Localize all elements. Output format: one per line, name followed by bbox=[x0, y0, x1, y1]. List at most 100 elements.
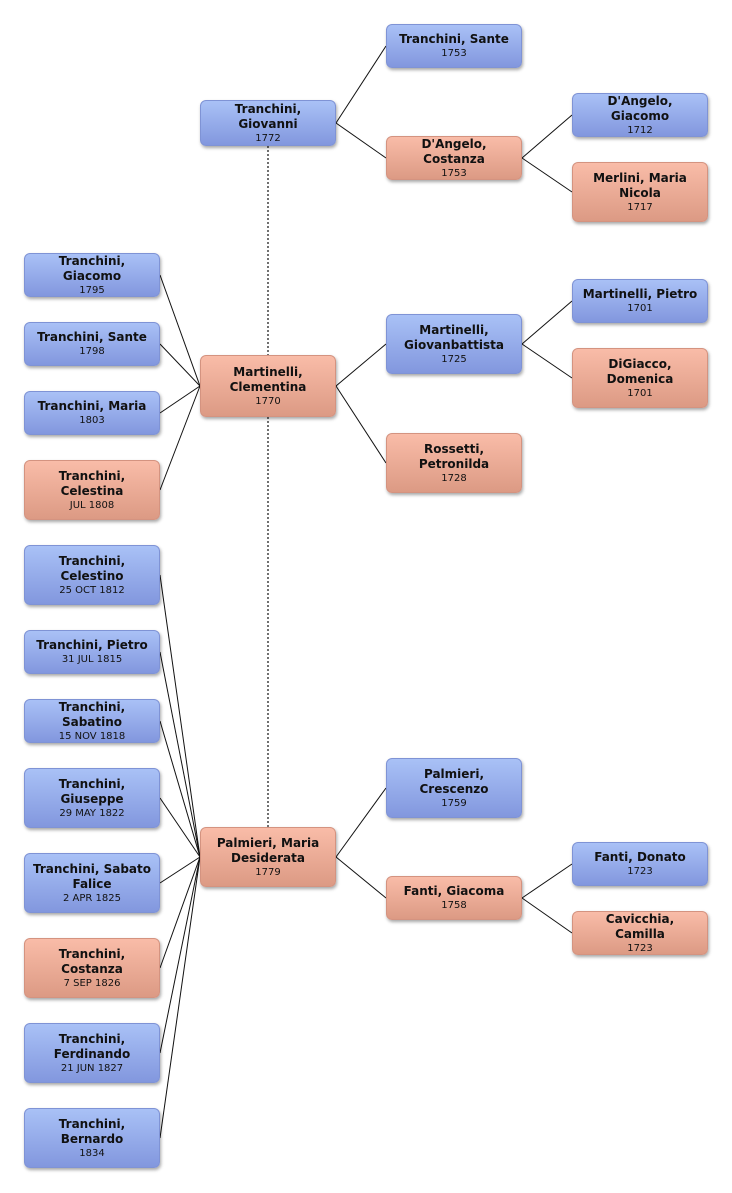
person-name: Fanti, Giacoma bbox=[403, 884, 505, 898]
person-name: Tranchini, Sante bbox=[399, 32, 509, 46]
parent-link-line bbox=[335, 856, 387, 899]
person-date: 21 JUN 1827 bbox=[60, 1062, 124, 1074]
child-tranchini-ferdinando[interactable]: Tranchini, Ferdinando 21 JUN 1827 bbox=[24, 1023, 160, 1083]
person-fanti-donato[interactable]: Fanti, Donato 1723 bbox=[572, 842, 708, 886]
parent-link-line bbox=[335, 122, 387, 159]
person-name: Cavicchia, Camilla bbox=[605, 911, 675, 941]
person-name: Fanti, Donato bbox=[594, 850, 686, 864]
child-link-line bbox=[159, 385, 201, 414]
person-rossetti-petronilda[interactable]: Rossetti, Petronilda 1728 bbox=[386, 433, 522, 493]
person-digiacco-domenica[interactable]: DiGiacco, Domenica 1701 bbox=[572, 348, 708, 408]
person-name: Tranchini, Celestino bbox=[58, 553, 126, 583]
person-date: 25 OCT 1812 bbox=[59, 584, 125, 596]
person-martinelli-giovanbattista[interactable]: Martinelli, Giovanbattista 1725 bbox=[386, 314, 522, 374]
person-date: 1798 bbox=[79, 346, 105, 357]
child-link-line bbox=[159, 856, 201, 1139]
person-cavicchia-camilla[interactable]: Cavicchia, Camilla 1723 bbox=[572, 911, 708, 955]
person-date: 7 SEP 1826 bbox=[63, 977, 121, 989]
person-date: 1834 bbox=[79, 1147, 105, 1159]
person-date: 1795 bbox=[79, 284, 105, 296]
person-date: 1772 bbox=[255, 132, 281, 144]
parent-link-line bbox=[335, 787, 387, 858]
person-name: Tranchini, Sabato Falice bbox=[33, 861, 151, 891]
child-tranchini-giacomo[interactable]: Tranchini, Giacomo 1795 bbox=[24, 253, 160, 297]
person-date: 1770 bbox=[255, 395, 281, 407]
parent-link-line bbox=[521, 343, 573, 379]
child-tranchini-celestina[interactable]: Tranchini, Celestina JUL 1808 bbox=[24, 460, 160, 520]
parent-link-line bbox=[335, 343, 387, 387]
person-palmieri-maria-desiderata[interactable]: Palmieri, Maria Desiderata 1779 bbox=[200, 827, 336, 887]
person-name: Tranchini, Celestina bbox=[58, 468, 126, 498]
person-date: 1725 bbox=[441, 353, 467, 365]
person-tranchini-giovanni[interactable]: Tranchini, Giovanni 1772 bbox=[200, 100, 336, 146]
child-link-line bbox=[159, 385, 201, 491]
parent-link-line bbox=[521, 114, 573, 159]
child-link-line bbox=[159, 797, 201, 858]
person-name: D'Angelo, Costanza bbox=[421, 136, 487, 166]
person-date: 2 APR 1825 bbox=[63, 892, 121, 904]
person-date: 31 JUL 1815 bbox=[61, 654, 123, 665]
person-name: Martinelli, Clementina bbox=[229, 364, 307, 394]
person-palmieri-crescenzo[interactable]: Palmieri, Crescenzo 1759 bbox=[386, 758, 522, 818]
person-martinelli-pietro[interactable]: Martinelli, Pietro 1701 bbox=[572, 279, 708, 323]
child-link-line bbox=[159, 343, 201, 387]
person-date: 15 NOV 1818 bbox=[58, 730, 126, 742]
person-name: Martinelli, Giovanbattista bbox=[404, 322, 504, 352]
person-name: Palmieri, Maria Desiderata bbox=[216, 835, 320, 865]
person-name: D'Angelo, Giacomo bbox=[607, 93, 673, 123]
person-merlini-maria-nicola[interactable]: Merlini, Maria Nicola 1717 bbox=[572, 162, 708, 222]
parent-link-line bbox=[521, 157, 573, 193]
person-date: 1728 bbox=[441, 472, 467, 484]
person-name: Tranchini, Sante bbox=[37, 330, 147, 344]
person-date: 1717 bbox=[627, 201, 653, 213]
parent-link-line bbox=[521, 300, 573, 345]
person-date: 1701 bbox=[627, 387, 653, 399]
child-tranchini-sabato-falice[interactable]: Tranchini, Sabato Falice 2 APR 1825 bbox=[24, 853, 160, 913]
child-link-line bbox=[159, 651, 201, 858]
person-tranchini-sante-1753[interactable]: Tranchini, Sante 1753 bbox=[386, 24, 522, 68]
parent-link-line bbox=[335, 385, 387, 464]
person-dangelo-giacomo[interactable]: D'Angelo, Giacomo 1712 bbox=[572, 93, 708, 137]
child-link-line bbox=[159, 856, 201, 969]
child-link-line bbox=[159, 274, 201, 387]
person-date: 1753 bbox=[441, 167, 467, 179]
person-dangelo-costanza[interactable]: D'Angelo, Costanza 1753 bbox=[386, 136, 522, 180]
person-date: 1779 bbox=[255, 866, 281, 878]
child-tranchini-pietro[interactable]: Tranchini, Pietro 31 JUL 1815 bbox=[24, 630, 160, 674]
child-tranchini-costanza[interactable]: Tranchini, Costanza 7 SEP 1826 bbox=[24, 938, 160, 998]
person-name: Tranchini, Maria bbox=[37, 399, 147, 413]
person-date: 29 MAY 1822 bbox=[59, 807, 125, 819]
person-date: 1759 bbox=[441, 797, 467, 809]
person-date: 1723 bbox=[627, 942, 653, 954]
child-tranchini-maria[interactable]: Tranchini, Maria 1803 bbox=[24, 391, 160, 435]
child-tranchini-sabatino[interactable]: Tranchini, Sabatino 15 NOV 1818 bbox=[24, 699, 160, 743]
person-name: Tranchini, Sabatino bbox=[58, 699, 126, 729]
child-tranchini-giuseppe[interactable]: Tranchini, Giuseppe 29 MAY 1822 bbox=[24, 768, 160, 828]
person-name: Palmieri, Crescenzo bbox=[419, 766, 489, 796]
parent-link-line bbox=[521, 863, 573, 899]
person-name: Tranchini, Pietro bbox=[36, 638, 148, 652]
person-name: Tranchini, Costanza bbox=[58, 946, 126, 976]
person-name: Tranchini, Giovanni bbox=[234, 101, 302, 131]
child-link-line bbox=[159, 856, 201, 1054]
person-date: 1803 bbox=[79, 415, 105, 426]
child-tranchini-celestino[interactable]: Tranchini, Celestino 25 OCT 1812 bbox=[24, 545, 160, 605]
person-name: DiGiacco, Domenica bbox=[606, 356, 674, 386]
person-date: 1723 bbox=[627, 866, 653, 877]
child-link-line bbox=[159, 720, 201, 858]
person-name: Rossetti, Petronilda bbox=[418, 441, 490, 471]
person-date: JUL 1808 bbox=[69, 499, 115, 511]
person-fanti-giacoma[interactable]: Fanti, Giacoma 1758 bbox=[386, 876, 522, 920]
person-name: Tranchini, Ferdinando bbox=[53, 1031, 131, 1061]
child-link-line bbox=[159, 856, 201, 884]
person-name: Tranchini, Bernardo bbox=[58, 1116, 126, 1146]
child-tranchini-sante[interactable]: Tranchini, Sante 1798 bbox=[24, 322, 160, 366]
person-name: Merlini, Maria Nicola bbox=[593, 170, 687, 200]
person-date: 1701 bbox=[627, 303, 653, 314]
person-martinelli-clementina[interactable]: Martinelli, Clementina 1770 bbox=[200, 355, 336, 417]
parent-link-line bbox=[335, 45, 387, 124]
child-tranchini-bernardo[interactable]: Tranchini, Bernardo 1834 bbox=[24, 1108, 160, 1168]
person-name: Martinelli, Pietro bbox=[582, 287, 698, 301]
person-name: Tranchini, Giacomo bbox=[58, 253, 126, 283]
